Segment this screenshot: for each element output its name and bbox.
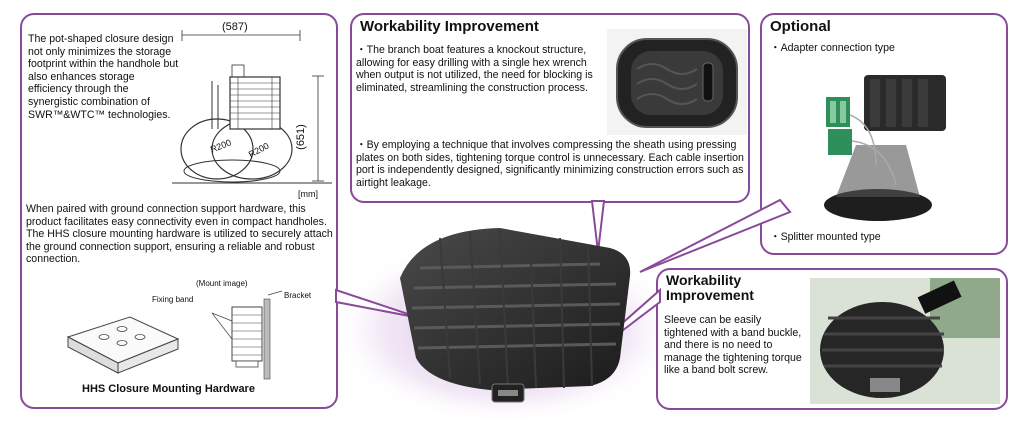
mount-image-label: (Mount image) xyxy=(196,279,248,288)
optional-panel: Optional ・Adapter connection type ・Split… xyxy=(760,13,1008,255)
splitter-mounted-label: ・Splitter mounted type xyxy=(770,231,881,243)
closure-product-photo xyxy=(400,228,631,403)
center-panel-title: Workability Improvement xyxy=(360,18,539,35)
unit-label: [mm] xyxy=(298,189,318,199)
dimension-width-label: (587) xyxy=(222,21,248,33)
bottom-right-body: Sleeve can be easily tightened with a ba… xyxy=(664,314,802,377)
bracket-label: Bracket xyxy=(284,291,312,300)
mounting-hardware-drawing xyxy=(66,316,180,374)
fixing-band-label: Fixing band xyxy=(152,295,194,304)
mount-image-drawing xyxy=(211,290,283,380)
hardware-caption: HHS Closure Mounting Hardware xyxy=(82,383,255,395)
adapter-connection-label: ・Adapter connection type xyxy=(770,42,895,54)
closure-dimension-drawing xyxy=(172,30,332,184)
center-panel: Workability Improvement ・The branch boat… xyxy=(350,13,750,203)
center-bullet-knockout: ・The branch boat features a knockout str… xyxy=(356,44,593,94)
band-buckle-photo xyxy=(810,278,1000,404)
bottom-right-panel: Workability Improvement Sleeve can be ea… xyxy=(656,268,1008,410)
bottom-right-title: Workability Improvement xyxy=(666,272,754,303)
intro-text: The pot-shaped closure design not only m… xyxy=(28,33,179,121)
optional-title: Optional xyxy=(770,18,831,35)
ground-connection-text: When paired with ground connection suppo… xyxy=(26,203,333,266)
optional-product-photo xyxy=(824,75,946,221)
left-panel: The pot-shaped closure design not only m… xyxy=(20,13,338,409)
branch-boat-photo xyxy=(607,29,747,135)
center-bullet-sheath: ・By employing a technique that involves … xyxy=(356,139,744,189)
